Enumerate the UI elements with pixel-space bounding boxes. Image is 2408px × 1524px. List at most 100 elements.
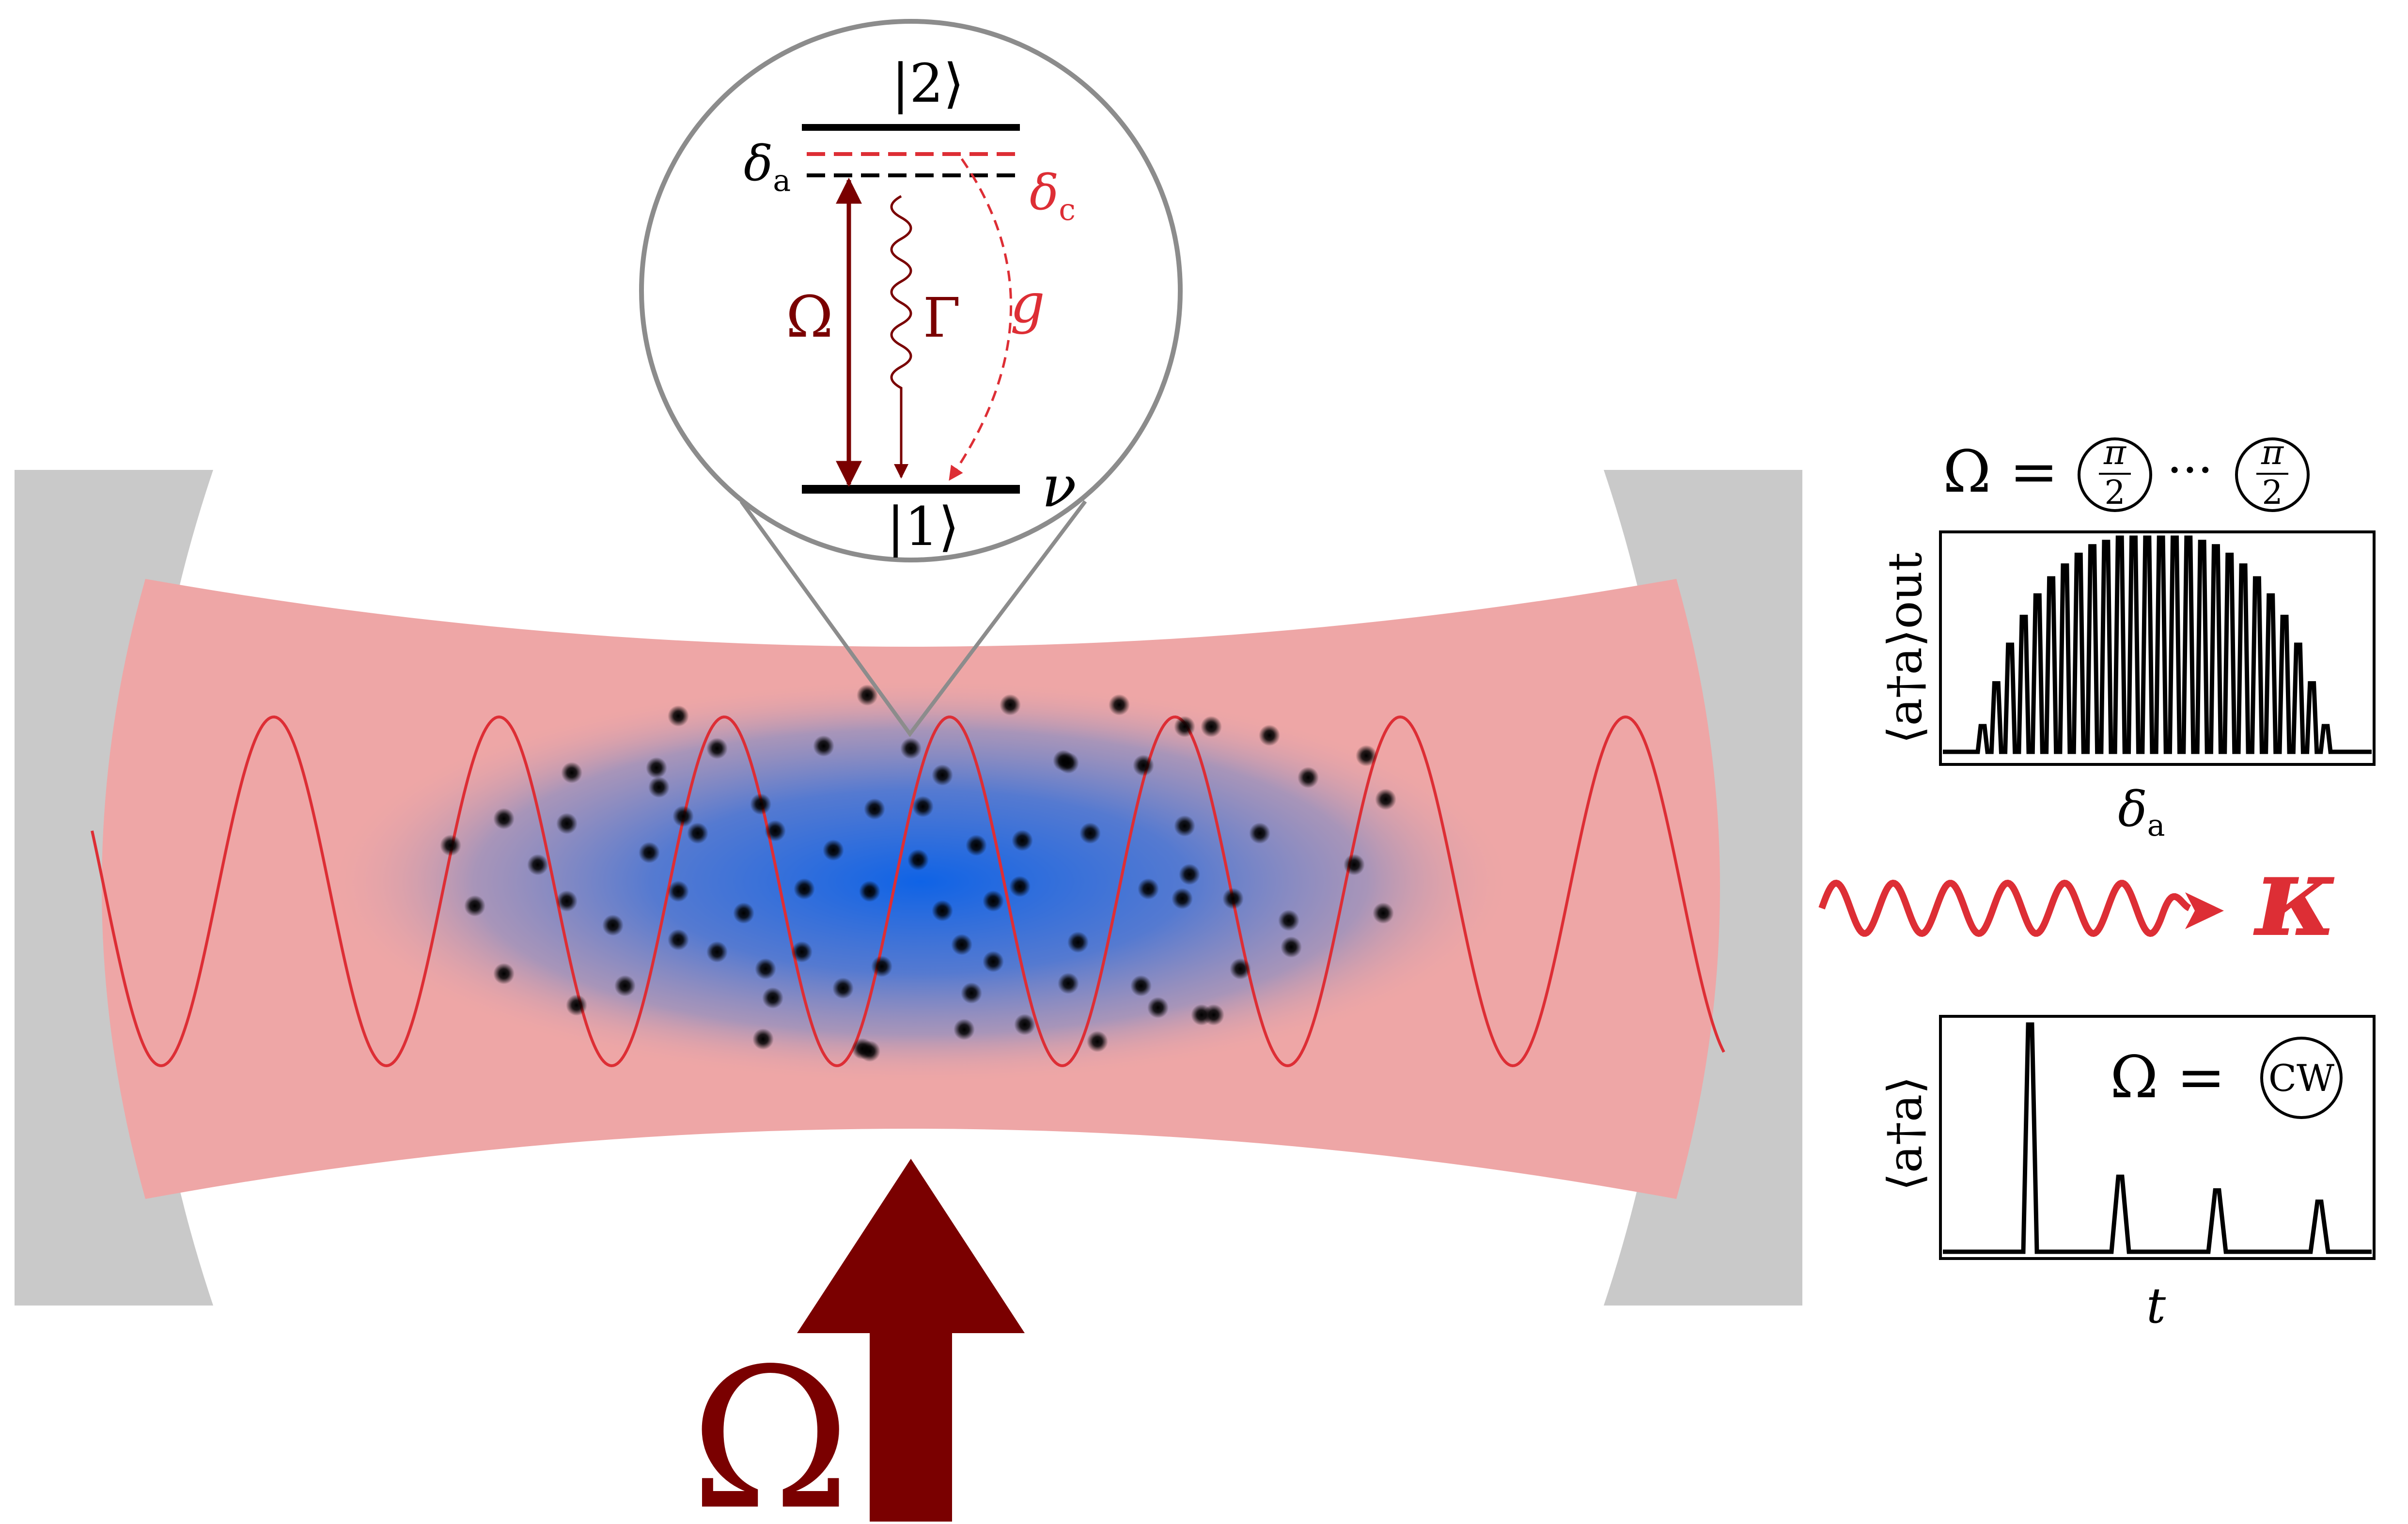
atom	[912, 796, 934, 817]
atom	[1130, 975, 1152, 996]
atom	[864, 798, 885, 820]
pulse-ellipsis: ···	[2167, 442, 2213, 498]
atom	[566, 995, 587, 1016]
kappa-label: κ	[2253, 831, 2338, 962]
time-trace-inset: Ω = CW ⟨a†a⟩ t	[1878, 1015, 2376, 1334]
atom	[1174, 716, 1195, 737]
atom	[639, 842, 660, 863]
atom	[1147, 997, 1169, 1018]
atom	[464, 895, 485, 917]
atom	[1172, 888, 1193, 909]
pulse-right-denominator: 2	[2262, 474, 2283, 512]
atom	[1201, 716, 1222, 737]
atom	[762, 987, 783, 1009]
atom	[668, 929, 689, 950]
pulse-right-pi: π	[2261, 433, 2284, 472]
magnifier-cone	[739, 500, 1087, 737]
upper-state-label: |2⟩	[891, 52, 964, 114]
cavity-standing-wave	[91, 715, 1725, 1068]
time-trace-curve	[1943, 1022, 2372, 1254]
atom	[983, 890, 1004, 912]
energy-level-diagram: |2⟩ |1⟩ δa δc Ω Γ g ν	[744, 52, 1077, 558]
atom	[791, 941, 813, 963]
magnifier-circle	[639, 19, 1183, 562]
atom	[1109, 694, 1130, 715]
atom	[966, 835, 987, 856]
atom	[1278, 910, 1299, 931]
atom	[493, 808, 515, 829]
atom	[668, 881, 689, 902]
atom	[1375, 789, 1396, 810]
spectrum-xlabel: δa	[2118, 781, 2165, 843]
atom	[794, 878, 815, 900]
lower-state-label: |1⟩	[887, 496, 959, 558]
atom	[1138, 878, 1159, 900]
atom	[961, 982, 982, 1004]
gamma-decay-arrow	[890, 195, 912, 479]
atom	[932, 900, 953, 921]
atom	[951, 934, 972, 955]
time-plot-frame	[1939, 1015, 2376, 1260]
atom	[1087, 1031, 1108, 1052]
cw-omega-label: Ω =	[2110, 1044, 2225, 1111]
atom	[859, 881, 880, 902]
atom	[1191, 1004, 1212, 1026]
cw-mode-label: CW	[2268, 1057, 2334, 1100]
atom	[1079, 823, 1101, 844]
atom	[614, 975, 636, 996]
atom	[1133, 755, 1154, 776]
atom	[733, 902, 754, 924]
pulse-left-denominator: 2	[2104, 474, 2125, 512]
atom	[646, 757, 667, 778]
atom	[648, 777, 670, 798]
atom	[857, 684, 878, 706]
atom	[752, 1028, 774, 1050]
atom	[602, 915, 624, 936]
time-xlabel: t	[2146, 1277, 2166, 1334]
atom-cloud	[325, 678, 1517, 1085]
atom	[493, 963, 515, 984]
atom	[1000, 694, 1021, 715]
atom	[556, 890, 578, 912]
atom	[755, 958, 776, 980]
atom	[1014, 1014, 1035, 1035]
pulse-left-pi: π	[2103, 433, 2127, 472]
atom	[1249, 823, 1270, 844]
atom	[1373, 902, 1394, 924]
g-coupling-arrow	[948, 158, 1013, 481]
g-label: g	[1010, 272, 1045, 335]
atom	[1174, 815, 1195, 837]
atom	[907, 849, 929, 871]
atom	[1067, 932, 1089, 953]
atom	[561, 762, 582, 783]
atom	[813, 735, 834, 757]
atom	[668, 705, 689, 727]
atom	[750, 793, 771, 815]
atom	[900, 738, 922, 759]
atom	[1179, 864, 1200, 885]
spectrum-inset: Ω = π 2 ··· π 2 ⟨a†a⟩out δa	[1878, 433, 2376, 843]
atom	[556, 813, 578, 834]
atom-group	[440, 684, 1396, 1062]
atom	[687, 823, 708, 844]
emission-arrowhead	[2185, 892, 2224, 929]
atom	[1012, 830, 1033, 851]
atom	[440, 835, 461, 856]
atom	[706, 941, 728, 963]
delta-a-label: δa	[744, 135, 791, 198]
atom	[765, 820, 786, 841]
pump-arrow	[797, 1159, 1025, 1522]
atom	[1298, 767, 1319, 788]
atom	[1222, 888, 1244, 909]
nu-label: ν	[1042, 453, 1077, 520]
atom	[832, 978, 854, 999]
atom	[1344, 854, 1365, 875]
atom	[871, 956, 892, 977]
atom	[1230, 958, 1251, 980]
pulse-omega-label: Ω =	[1943, 438, 2058, 506]
gamma-label: Γ	[923, 287, 961, 350]
pump-omega-label: Ω	[690, 1327, 851, 1522]
spectrum-ylabel: ⟨a†a⟩out	[1878, 552, 1932, 744]
